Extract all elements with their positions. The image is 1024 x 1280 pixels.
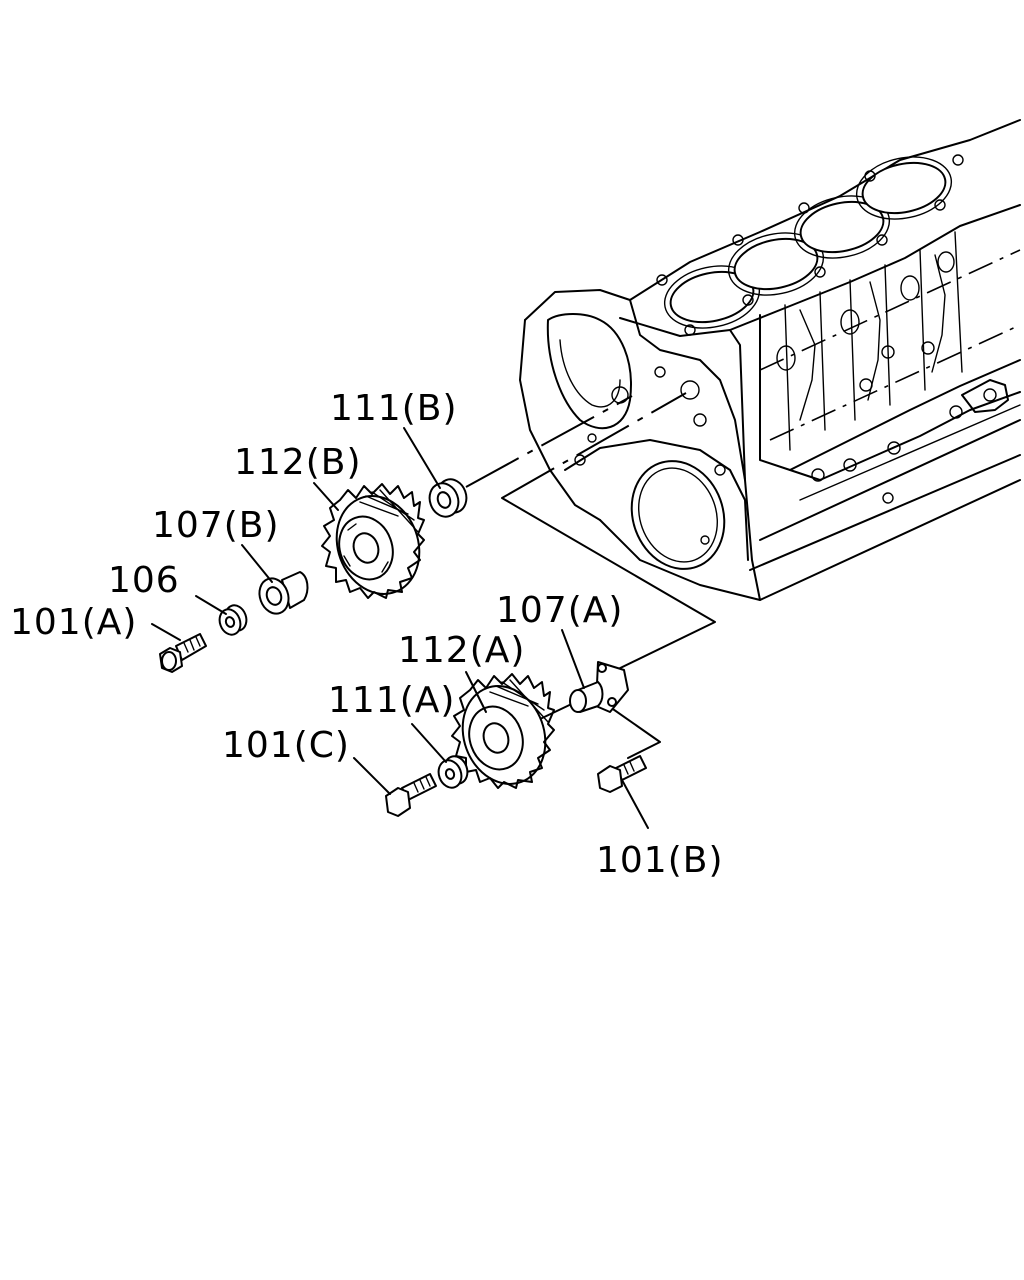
idler-gear-112b — [321, 483, 425, 599]
label-101c: 101(C) — [222, 725, 350, 766]
lower-bore — [630, 460, 726, 570]
cylinder-bore-2 — [733, 237, 819, 291]
bolt-101c — [385, 773, 437, 817]
label-112a: 112(A) — [398, 630, 525, 671]
washer-106 — [218, 604, 248, 636]
leader-lines — [151, 427, 649, 829]
label-107b: 107(B) — [152, 505, 280, 546]
label-112b: 112(B) — [234, 442, 362, 483]
bolt-101a — [159, 633, 207, 673]
thrust-washer-111a — [437, 755, 469, 789]
idler-shaft-107b — [258, 571, 309, 615]
label-107a: 107(A) — [496, 590, 623, 631]
idler-shaft-107a — [569, 661, 629, 713]
label-106: 106 — [108, 560, 180, 601]
centerlines — [465, 392, 716, 759]
label-111b: 111(B) — [330, 388, 458, 429]
label-101b: 101(B) — [596, 840, 724, 881]
thrust-washer-111b — [428, 478, 468, 518]
label-111a: 111(A) — [328, 680, 455, 721]
idler-gear-112a — [451, 673, 555, 789]
engine-block — [519, 119, 1021, 601]
cylinder-bore-4 — [861, 161, 947, 215]
part-labels: 111(B) 112(B) 107(B) 106 101(A) 107(A) 1… — [10, 388, 724, 881]
bolt-101b — [597, 755, 647, 793]
label-101a: 101(A) — [10, 602, 137, 643]
